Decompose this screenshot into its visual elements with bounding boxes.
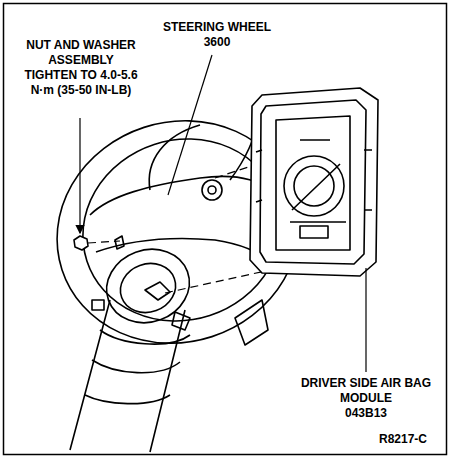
part-name: STEERING WHEEL bbox=[152, 20, 282, 35]
part-name: DRIVER SIDE AIR BAG MODULE bbox=[300, 376, 432, 406]
figure-number: R8217-C bbox=[368, 432, 438, 447]
part-number: 3600 bbox=[152, 35, 282, 50]
part-name: NUT AND WASHER ASSEMBLY bbox=[22, 38, 140, 68]
part-number: 043B13 bbox=[300, 406, 432, 421]
leader-lines bbox=[80, 55, 366, 372]
torque-spec: TIGHTEN TO 4.0-5.6 N·m (35-50 IN-LB) bbox=[22, 68, 140, 98]
nut-washer bbox=[74, 236, 88, 250]
frame bbox=[4, 4, 447, 455]
air-bag-module bbox=[250, 88, 378, 276]
